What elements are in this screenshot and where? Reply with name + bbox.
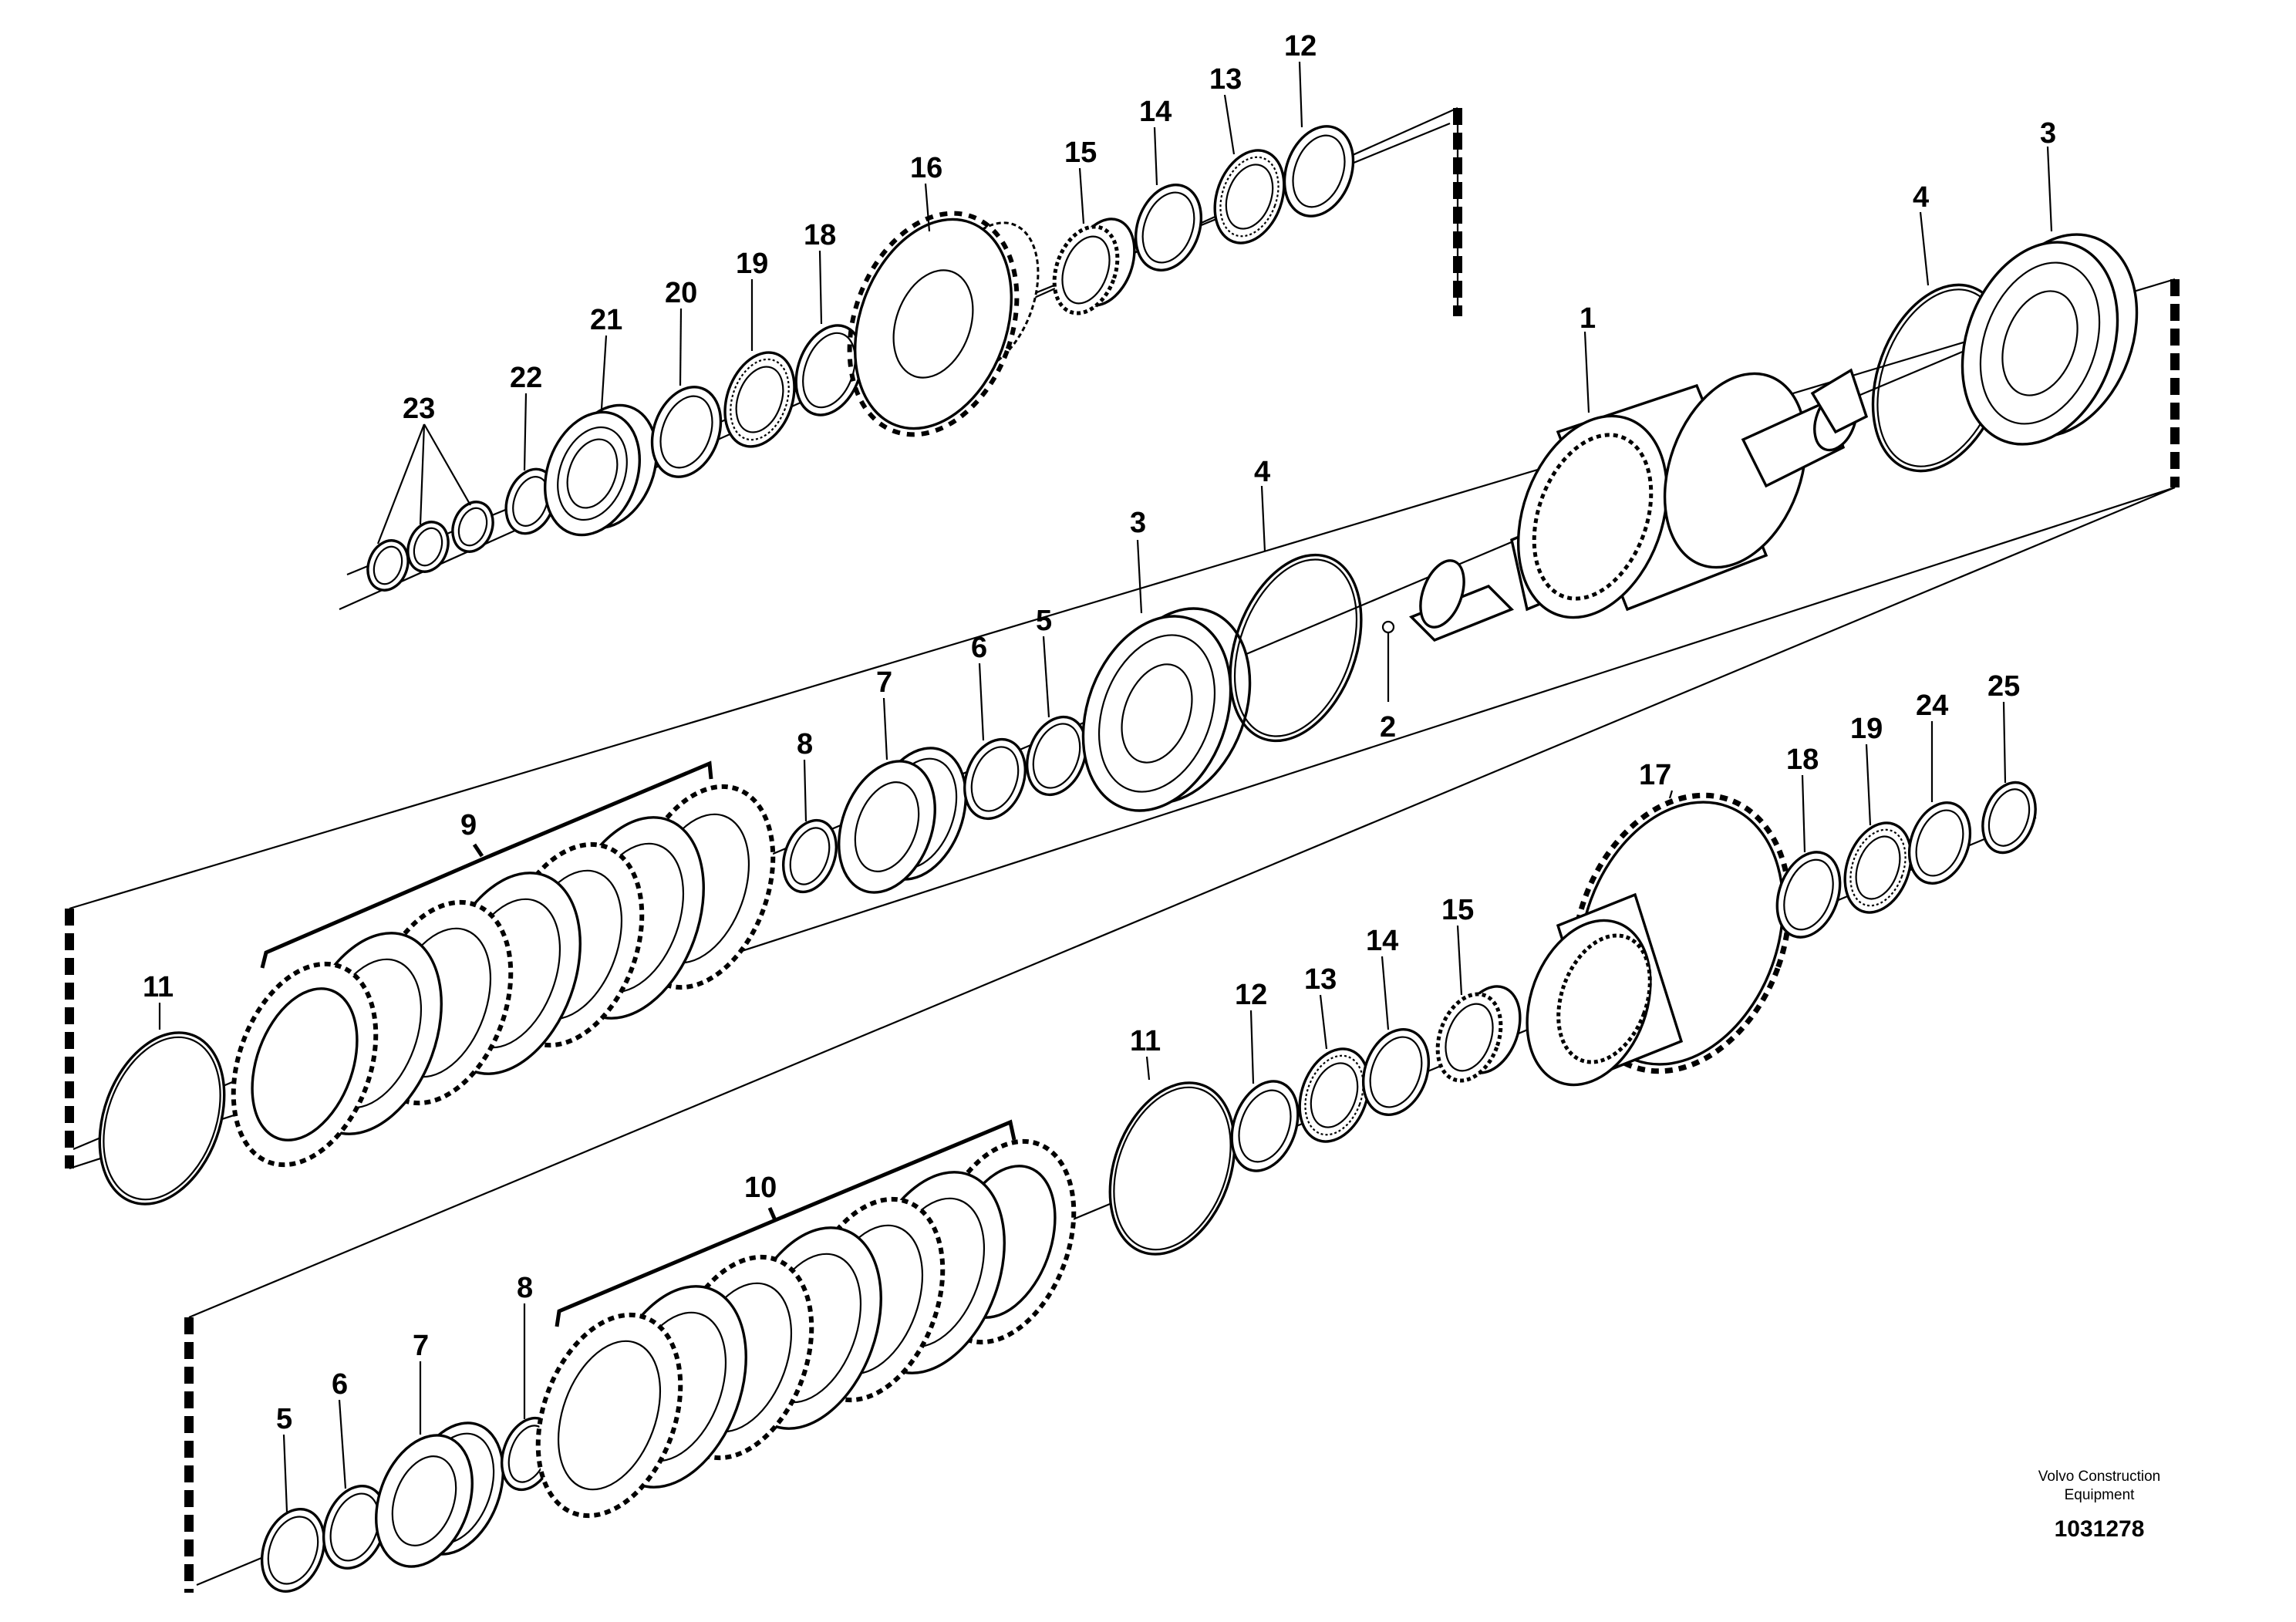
callout-4: 4 — [1913, 181, 1929, 214]
callout-3: 3 — [1130, 507, 1146, 539]
washer-6-middle — [963, 737, 1027, 821]
callout-24: 24 — [1916, 690, 1948, 722]
document-footer: Volvo Construction Equipment 1031278 — [2038, 1469, 2160, 1542]
bottom-row-parts — [260, 781, 2037, 1593]
piston-3-right — [1961, 233, 2139, 446]
callout-14: 14 — [1139, 96, 1172, 128]
clutch-drum-shaft-1 — [1408, 368, 1869, 642]
needle-cage-15-top — [1052, 218, 1136, 315]
callout-3: 3 — [2040, 117, 2056, 150]
callout-16: 16 — [910, 152, 942, 184]
needle-bearing-19 — [723, 351, 796, 448]
callout-17: 17 — [1639, 759, 1671, 791]
ball-2 — [1381, 620, 1395, 634]
needle-bearing-19-bottom — [1843, 821, 1913, 914]
callout-19: 19 — [1850, 713, 1883, 745]
callout-25: 25 — [1988, 670, 2020, 703]
clutch-pack-9 — [231, 784, 776, 1168]
callout-2: 2 — [1380, 711, 1396, 744]
callout-23: 23 — [403, 393, 435, 425]
callout-14: 14 — [1366, 925, 1398, 957]
callout-11: 11 — [1130, 1025, 1161, 1057]
washer-18-bottom — [1775, 851, 1842, 939]
washer-14-top — [1134, 184, 1203, 271]
circlip-25 — [1981, 781, 2037, 855]
leader-lines — [158, 61, 2053, 1512]
callout-8: 8 — [797, 728, 813, 760]
callout-22: 22 — [510, 362, 542, 394]
circlip-8-middle — [782, 818, 838, 894]
washer-24 — [1907, 801, 1972, 885]
seal-7-middle — [838, 747, 967, 894]
callout-15: 15 — [1441, 894, 1474, 926]
clutch-pack-10 — [535, 1138, 1077, 1519]
needle-cage-15-bottom — [1435, 985, 1522, 1083]
callout-13: 13 — [1209, 63, 1242, 96]
publisher-line-2: Equipment — [2065, 1487, 2136, 1503]
document-number: 1031278 — [2055, 1516, 2145, 1542]
callout-13: 13 — [1304, 963, 1337, 996]
callout-18: 18 — [1786, 744, 1819, 776]
callout-15: 15 — [1064, 137, 1097, 169]
callout-11: 11 — [143, 971, 174, 1003]
needle-bearing-13-bottom — [1298, 1047, 1371, 1143]
ring-11-left — [98, 1031, 226, 1206]
callout-4: 4 — [1254, 456, 1270, 488]
group-braces — [260, 760, 1017, 1327]
washer-12-top — [1283, 125, 1355, 218]
callout-10: 10 — [744, 1172, 777, 1204]
callout-7: 7 — [876, 666, 892, 699]
o-ring-4-middle — [1229, 553, 1363, 743]
washer-20 — [650, 386, 723, 478]
callout-5: 5 — [1036, 605, 1052, 637]
callout-19: 19 — [736, 248, 768, 280]
callout-7: 7 — [413, 1330, 429, 1362]
callout-6: 6 — [332, 1368, 348, 1401]
callout-8: 8 — [517, 1272, 533, 1304]
callout-5: 5 — [276, 1403, 292, 1435]
callout-labels: 1 2 3 3 4 4 5 5 6 6 7 7 8 8 9 10 11 11 1… — [143, 30, 2056, 1435]
callout-21: 21 — [590, 304, 622, 336]
callout-6: 6 — [971, 632, 987, 664]
snap-rings-23 — [366, 501, 494, 592]
washer-12-bottom — [1230, 1080, 1300, 1172]
top-row-parts — [366, 125, 1355, 592]
gear-hub-17 — [1526, 792, 1792, 1087]
callout-20: 20 — [665, 277, 697, 309]
middle-row-parts — [98, 233, 2139, 1206]
callout-1: 1 — [1580, 302, 1596, 335]
callout-9: 9 — [460, 809, 477, 841]
callout-12: 12 — [1235, 979, 1267, 1011]
piston-3-middle — [1081, 607, 1252, 812]
ball-bearing-21 — [544, 403, 658, 537]
callout-12: 12 — [1284, 30, 1317, 62]
callout-18: 18 — [804, 219, 836, 251]
seal-7-bottom — [375, 1421, 504, 1568]
gear-16 — [847, 211, 1040, 437]
ring-11-right — [1108, 1081, 1236, 1256]
ring-5-bottom — [260, 1508, 326, 1593]
needle-bearing-13-top — [1213, 149, 1286, 244]
publisher-line-1: Volvo Construction — [2038, 1469, 2160, 1485]
